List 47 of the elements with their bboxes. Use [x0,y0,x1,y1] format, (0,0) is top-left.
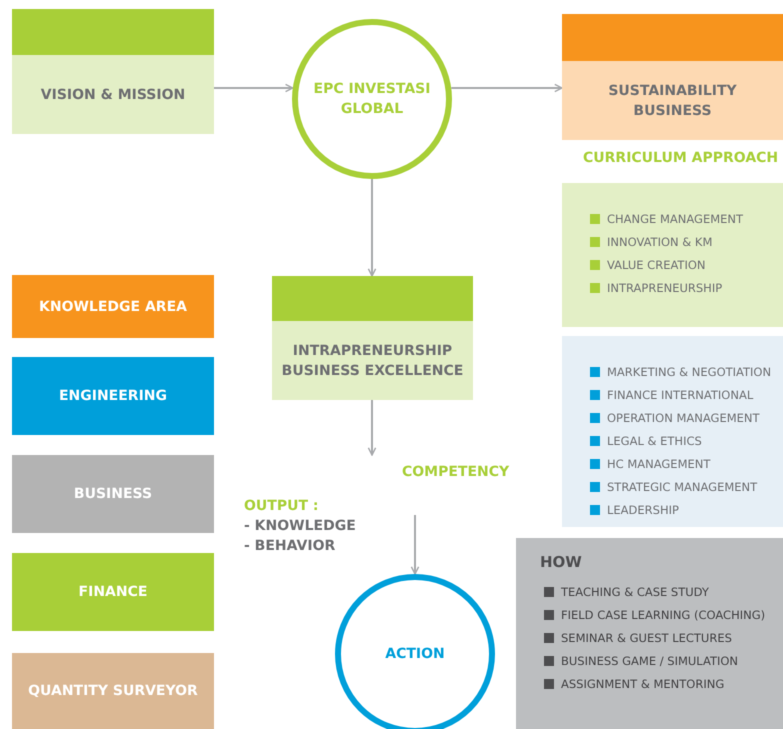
list-item: STRATEGIC MANAGEMENT [590,475,773,498]
sustainability-box [562,14,783,140]
list-item: BUSINESS GAME / SIMULATION [544,649,773,672]
knowledge-area-box [12,553,214,631]
node-label: SUSTAINABILITY BUSINESS [607,82,738,120]
arrow [410,515,420,575]
list-item: TEACHING & CASE STUDY [544,580,773,603]
knowledge-area-box [12,357,214,435]
list-item: MARKETING & NEGOTIATION [590,360,773,383]
panel-heading: HOW [540,552,583,572]
arrow [368,179,376,277]
arrow [368,400,376,456]
list-item: LEGAL & ETHICS [590,429,773,452]
node-label: ENGINEERING [58,387,168,406]
arrow [214,84,294,92]
knowledge-area-box [12,455,214,533]
node-label: KNOWLEDGE AREA [39,298,187,316]
node-label: EPC INVESTASI GLOBAL [312,80,432,119]
list-item: ASSIGNMENT & MENTORING [544,672,773,695]
text-label: - BEHAVIOR [244,538,336,554]
node-label: ACTION [385,645,445,664]
list-item: INTRAPRENEURSHIP [590,276,773,299]
text-label: - KNOWLEDGE [244,518,356,534]
text-label: COMPETENCY [402,464,510,480]
list-item: FIELD CASE LEARNING (COACHING) [544,603,773,626]
list-item: VALUE CREATION [590,253,773,276]
list-item: CHANGE MANAGEMENT [590,207,773,230]
list-item: SEMINAR & GUEST LECTURES [544,626,773,649]
arrow [451,84,563,92]
list-item: FINANCE INTERNATIONAL [590,383,773,406]
list-item: LEADERSHIP [590,498,773,521]
list-item: OPERATION MANAGEMENT [590,406,773,429]
list-item: HC MANAGEMENT [590,452,773,475]
knowledge-area-box [12,653,214,729]
node-label: QUANTITY SURVEYOR [28,682,198,701]
node-label: BUSINESS [74,485,152,504]
node-label: INTRAPRENEURSHIP BUSINESS EXCELLENCE [280,342,464,380]
list-item: INNOVATION & KM [590,230,773,253]
course-list-panel [562,336,783,527]
node-label: VISION & MISSION [40,86,186,104]
panel-heading: CURRICULUM APPROACH [583,149,778,168]
vision-box [12,9,214,134]
excellence-box [272,276,473,400]
node-label: FINANCE [78,583,148,602]
method-panel [516,538,783,729]
knowledge-area-box [12,275,214,338]
text-label: OUTPUT : [244,498,318,514]
